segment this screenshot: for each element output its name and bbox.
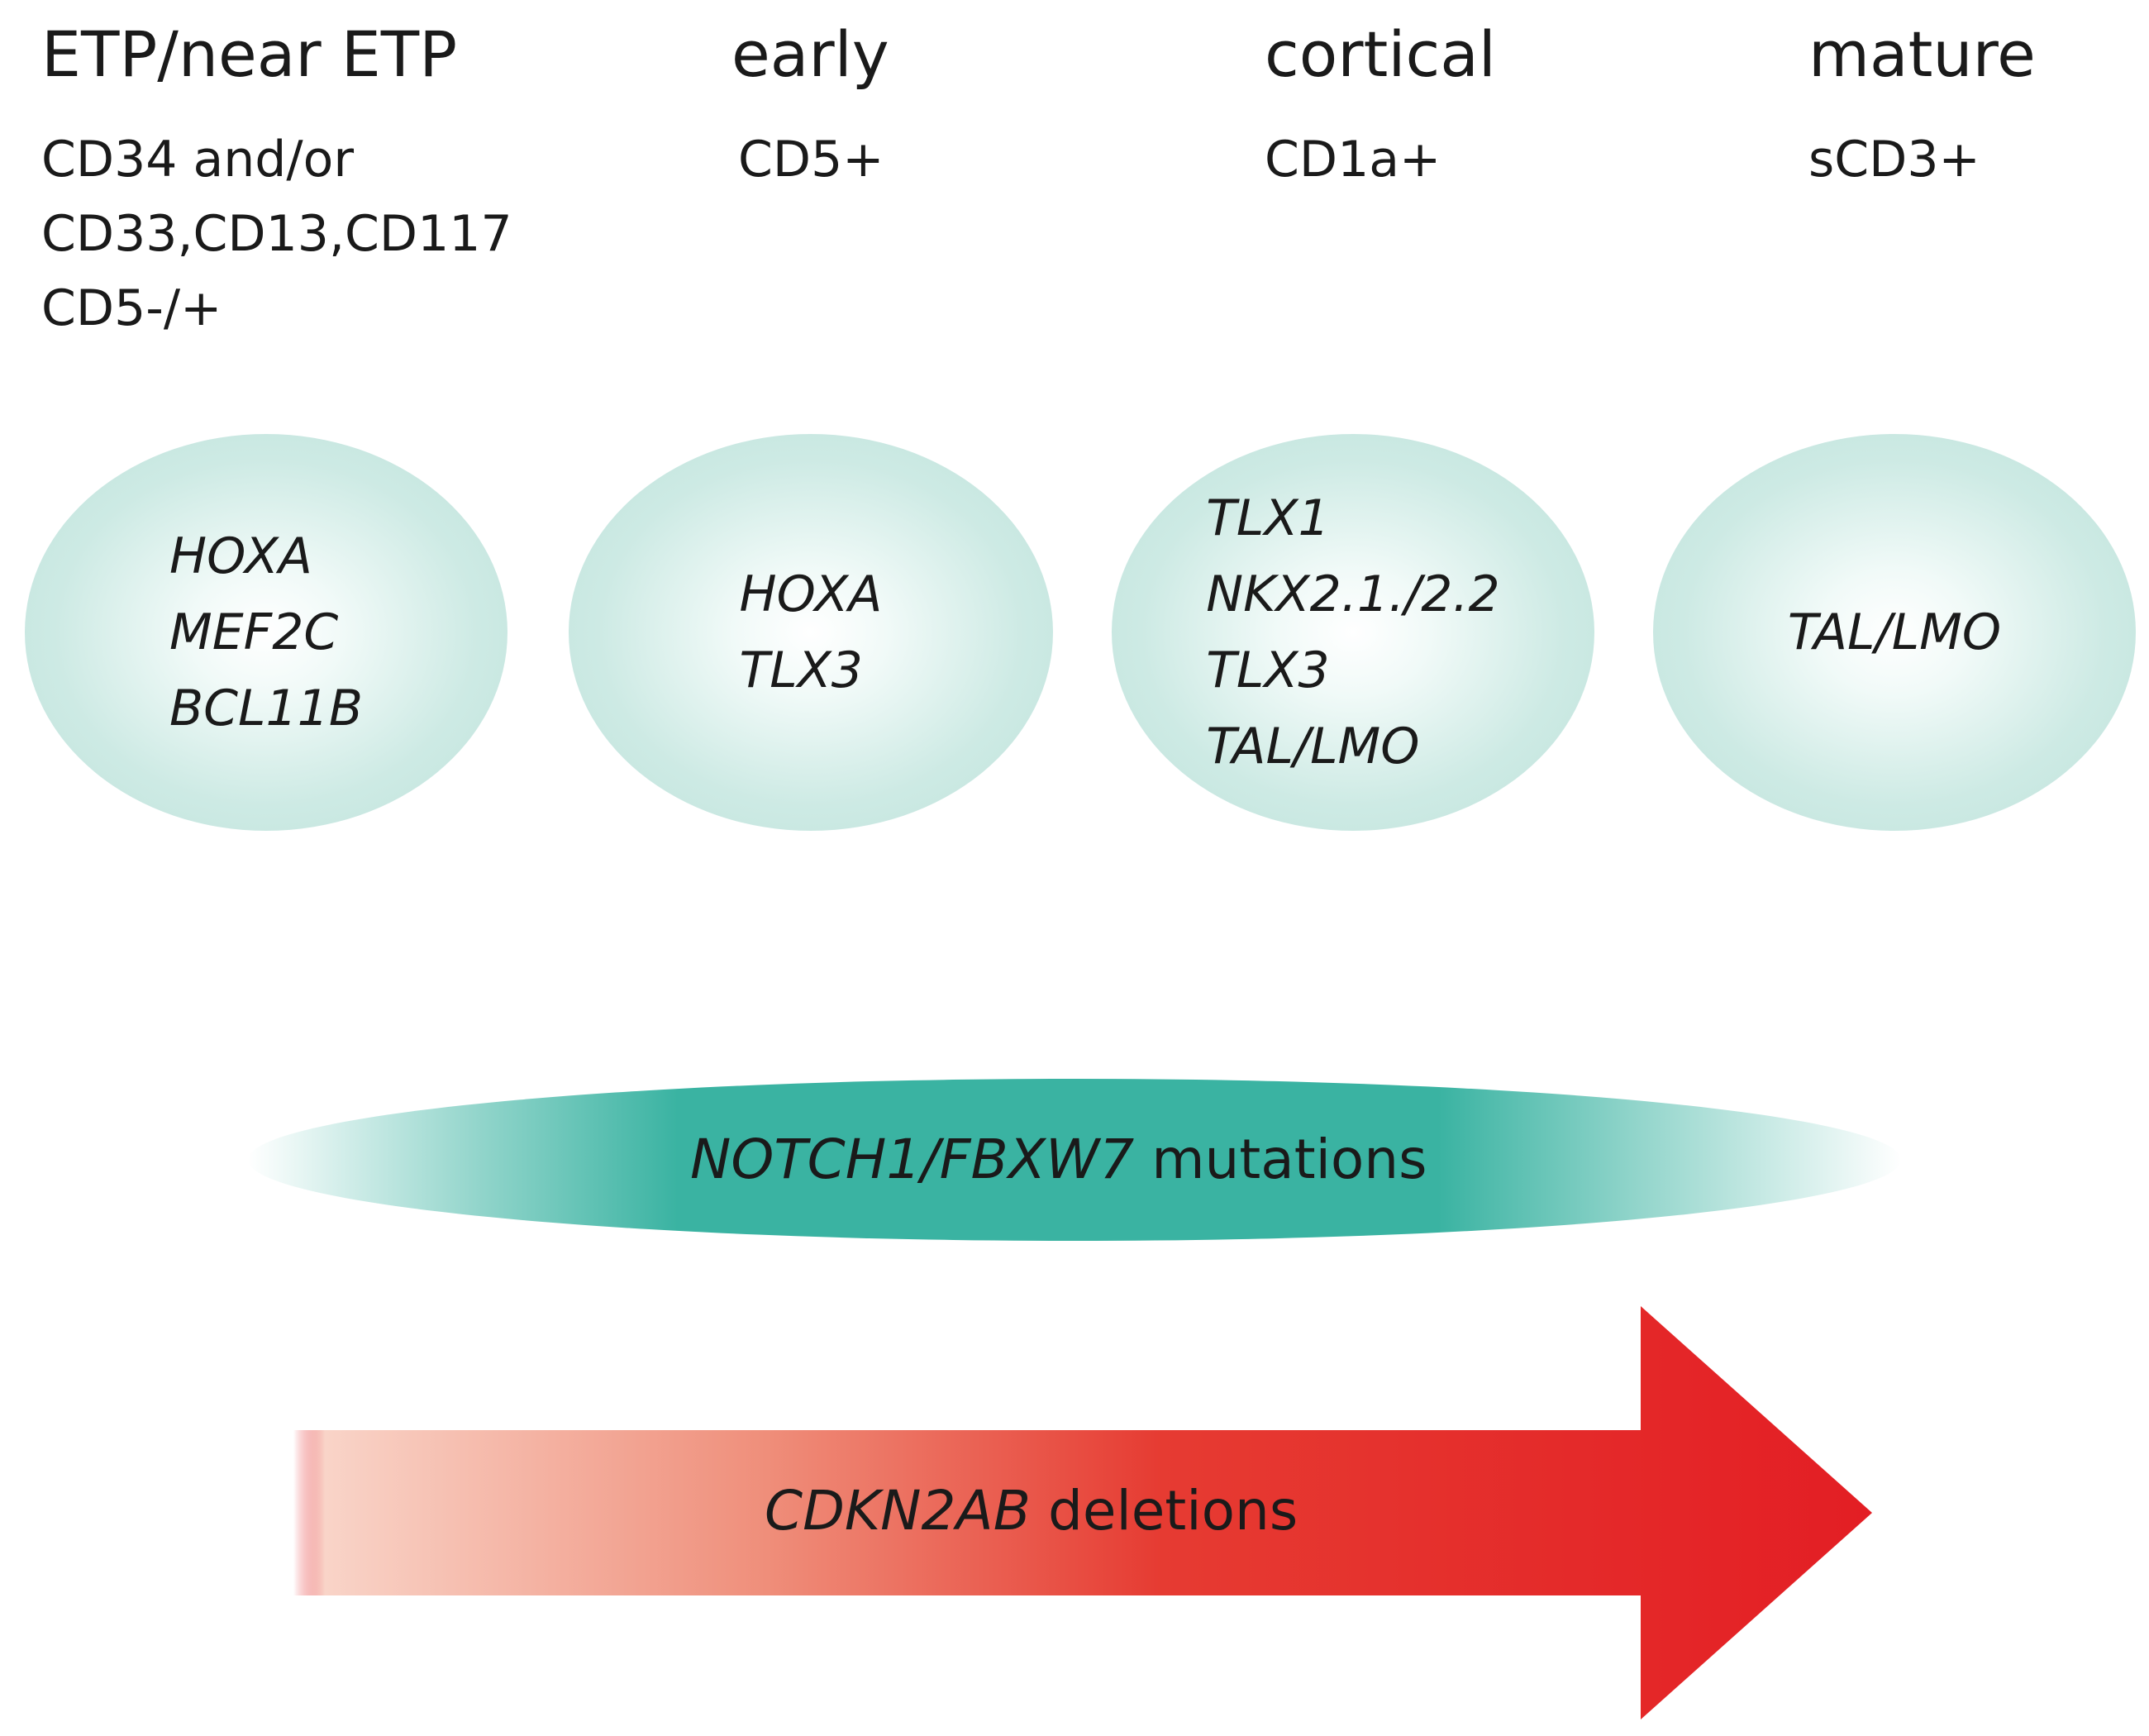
marker-line: CD34 and/or: [41, 131, 354, 188]
cell-etp: HOXA MEF2C BCL11B: [25, 434, 507, 831]
gene-list-etp: HOXA MEF2C BCL11B: [169, 518, 363, 746]
gene-list-cortical: TLX1 NKX2.1./2.2 TLX3 TAL/LMO: [1206, 480, 1499, 785]
notch-gene-name: NOTCH1/FBXW7: [690, 1128, 1135, 1191]
cdkn-gene-name: CDKN2AB: [765, 1479, 1031, 1543]
marker-line: CD1a+: [1265, 131, 1441, 188]
stage-title-mature: mature: [1808, 17, 2036, 91]
gene-label: HOXA: [169, 527, 312, 585]
gene-label: TLX3: [1206, 641, 1330, 699]
cdkn-label-rest: deletions: [1030, 1479, 1298, 1543]
cell-mature: TAL/LMO: [1653, 434, 2136, 831]
marker-list-mature: sCD3+: [1808, 122, 1980, 197]
gene-label: TLX3: [739, 641, 863, 699]
cdkn-arrow-label: CDKN2AB deletions: [765, 1484, 1298, 1538]
gene-label: TAL/LMO: [1206, 718, 1420, 775]
marker-line: CD5-/+: [41, 279, 222, 337]
gene-label: MEF2C: [169, 603, 339, 661]
marker-line: CD33,CD13,CD117: [41, 205, 512, 263]
cell-cortical: TLX1 NKX2.1./2.2 TLX3 TAL/LMO: [1112, 434, 1594, 831]
gene-label: HOXA: [739, 565, 883, 623]
marker-list-early: CD5+: [738, 122, 884, 197]
stage-title-cortical: cortical: [1265, 17, 1496, 91]
stage-title-etp: ETP/near ETP: [41, 17, 458, 91]
gene-label: BCL11B: [169, 680, 363, 737]
gene-label: TAL/LMO: [1787, 603, 2002, 661]
notch-label-rest: mutations: [1134, 1128, 1427, 1191]
gene-label: NKX2.1./2.2: [1206, 565, 1500, 623]
notch-band-label: NOTCH1/FBXW7 mutations: [690, 1133, 1427, 1187]
gene-label: TLX1: [1206, 489, 1330, 547]
cdkn-arrow-shape: [293, 1306, 1872, 1719]
gene-list-early: HOXA TLX3: [740, 556, 883, 708]
gene-list-mature: TAL/LMO: [1788, 594, 2001, 670]
marker-line: CD5+: [738, 131, 884, 188]
notch-mutation-band: [248, 1079, 1901, 1241]
marker-list-etp: CD34 and/or CD33,CD13,CD117 CD5-/+: [41, 122, 512, 346]
cell-early: HOXA TLX3: [569, 434, 1053, 831]
marker-line: sCD3+: [1808, 131, 1980, 188]
marker-list-cortical: CD1a+: [1265, 122, 1441, 197]
stage-title-early: early: [731, 17, 889, 91]
